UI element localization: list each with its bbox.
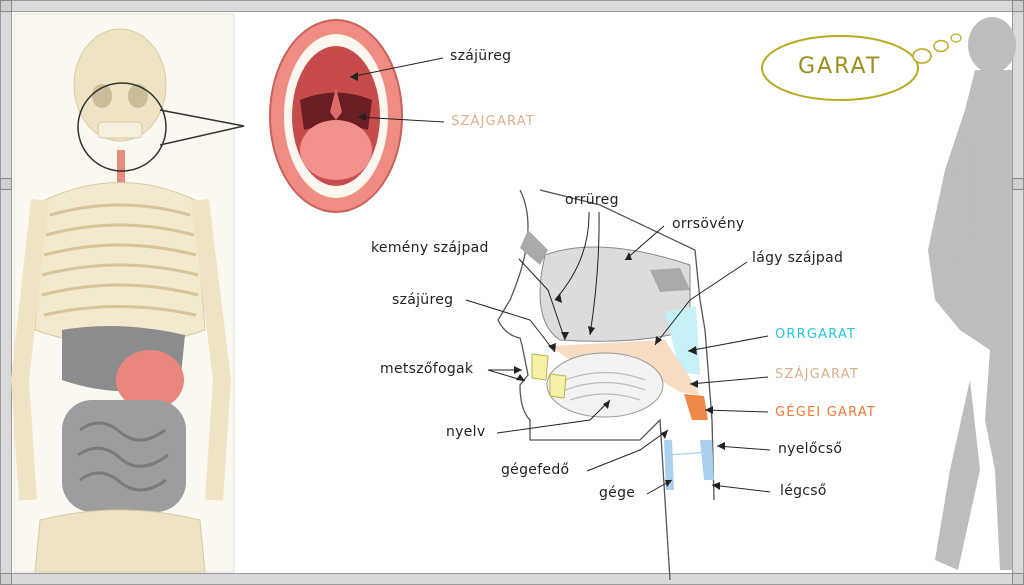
- label-oral-cavity: szájüreg: [392, 292, 454, 308]
- label-incisors: metszőfogak: [380, 361, 474, 377]
- label-larynx: gége: [599, 485, 636, 501]
- resize-handle-left-icon[interactable]: [0, 178, 12, 190]
- body-illustration: [10, 13, 245, 573]
- label-mouth-oropharynx: SZÁJGARAT: [451, 114, 535, 129]
- title-bubble-text: GARAT: [798, 54, 882, 79]
- label-epiglottis: gégefedő: [501, 462, 570, 478]
- label-soft-palate: lágy szájpad: [752, 250, 844, 266]
- resize-handle-top-left-icon[interactable]: [0, 0, 12, 12]
- label-esophagus: nyelőcső: [778, 441, 843, 457]
- label-nasopharynx: ORRGARAT: [775, 327, 857, 342]
- frame-top-bar: [0, 0, 1024, 12]
- label-nasal-septum: orrsövény: [672, 216, 745, 232]
- label-hard-palate: kemény szájpad: [371, 240, 489, 256]
- sagittal-section-illustration: [465, 189, 771, 581]
- label-oropharynx: SZÁJGARAT: [775, 367, 859, 382]
- label-laryngopharynx: GÉGEI GARAT: [775, 405, 877, 420]
- open-mouth-illustration: [269, 19, 445, 213]
- frame-left-bar: [0, 12, 12, 573]
- label-nasal-cavity: orrüreg: [565, 192, 619, 208]
- label-tongue: nyelv: [446, 424, 486, 440]
- label-trachea: légcső: [780, 483, 827, 499]
- thought-bubble: [761, 33, 962, 101]
- label-mouth-oral-cavity: szájüreg: [450, 48, 512, 64]
- person-silhouette: [928, 17, 1016, 570]
